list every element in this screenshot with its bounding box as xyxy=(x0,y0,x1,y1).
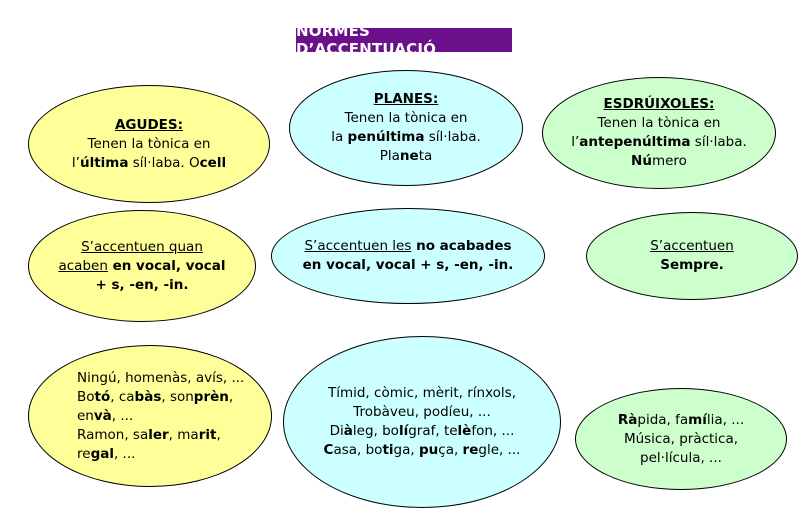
agudes-definition-oval: AGUDES: Tenen la tònica en l’última síl·… xyxy=(28,85,270,203)
planes-rule-line-1: S’accentuen les no acabades xyxy=(304,238,512,254)
planes-example-line-1: Tímid, còmic, mèrit, rínxols, xyxy=(327,385,517,401)
planes-rule-oval: S’accentuen les no acabades en vocal, vo… xyxy=(271,208,545,304)
agudes-rule-line-1: S’accentuen quan xyxy=(81,238,203,255)
agudes-example-line-3: envà, ... xyxy=(77,407,134,424)
esdruixoles-rule-line-2: Sempre. xyxy=(660,257,724,273)
agudes-example-line-5: regal, ... xyxy=(77,445,136,462)
agudes-example-line-4: Ramon, saler, marit, xyxy=(77,426,221,443)
planes-example-line-3: Diàleg, bolígraf, telèfon, ... xyxy=(329,423,515,439)
agudes-rule-line-2: acaben en vocal, vocal xyxy=(58,257,226,274)
planes-example-line-2: Trobàveu, podíeu, ... xyxy=(353,404,491,420)
agudes-example-line-2: Botó, cabàs, sonprèn, xyxy=(77,388,234,405)
esdruixoles-def-line-3: Número xyxy=(631,153,687,169)
agudes-def-line-1: Tenen la tònica en xyxy=(87,135,211,152)
agudes-example-line-1: Ningú, homenàs, avís, ... xyxy=(77,369,245,386)
esdruixoles-def-line-1: Tenen la tònica en xyxy=(597,115,721,131)
agudes-rule-line-3: + s, -en, -in. xyxy=(95,276,189,293)
planes-definition-oval: PLANES: Tenen la tònica en la penúltima … xyxy=(289,70,523,186)
planes-rule-line-2: en vocal, vocal + s, -en, -in. xyxy=(302,257,514,273)
esdruixoles-rule-line-1: S’accentuen xyxy=(650,238,734,254)
planes-def-line-1: Tenen la tònica en xyxy=(344,110,468,126)
agudes-examples-oval: Ningú, homenàs, avís, ... Botó, cabàs, s… xyxy=(28,345,272,487)
agudes-rule-oval: S’accentuen quan acaben en vocal, vocal … xyxy=(28,210,256,322)
agudes-heading: AGUDES: xyxy=(114,116,184,133)
page-title: NORMES D’ACCENTUACIÓ xyxy=(296,22,512,58)
esdruixoles-def-line-2: l’antepenúltima síl·laba. xyxy=(571,134,747,150)
esdruixoles-rule-oval: S’accentuen Sempre. xyxy=(586,212,798,300)
planes-heading: PLANES: xyxy=(373,91,439,107)
planes-def-line-3: Planeta xyxy=(379,148,433,164)
planes-examples-oval: Tímid, còmic, mèrit, rínxols, Trobàveu, … xyxy=(283,336,561,508)
esdruixoles-examples-oval: Ràpida, família, ... Música, pràctica, p… xyxy=(575,388,787,490)
esdruixoles-heading: ESDRÚIXOLES: xyxy=(603,96,715,112)
esdruixoles-example-line-3: pel·lícula, ... xyxy=(640,449,722,466)
planes-example-line-4: Casa, botiga, puça, regle, ... xyxy=(323,442,521,458)
agudes-def-line-2: l’última síl·laba. Ocell xyxy=(71,154,227,171)
esdruixoles-definition-oval: ESDRÚIXOLES: Tenen la tònica en l’antepe… xyxy=(542,77,776,189)
esdruixoles-example-line-1: Ràpida, família, ... xyxy=(617,411,745,428)
esdruixoles-example-line-2: Música, pràctica, xyxy=(623,430,739,447)
planes-def-line-2: la penúltima síl·laba. xyxy=(331,129,481,145)
